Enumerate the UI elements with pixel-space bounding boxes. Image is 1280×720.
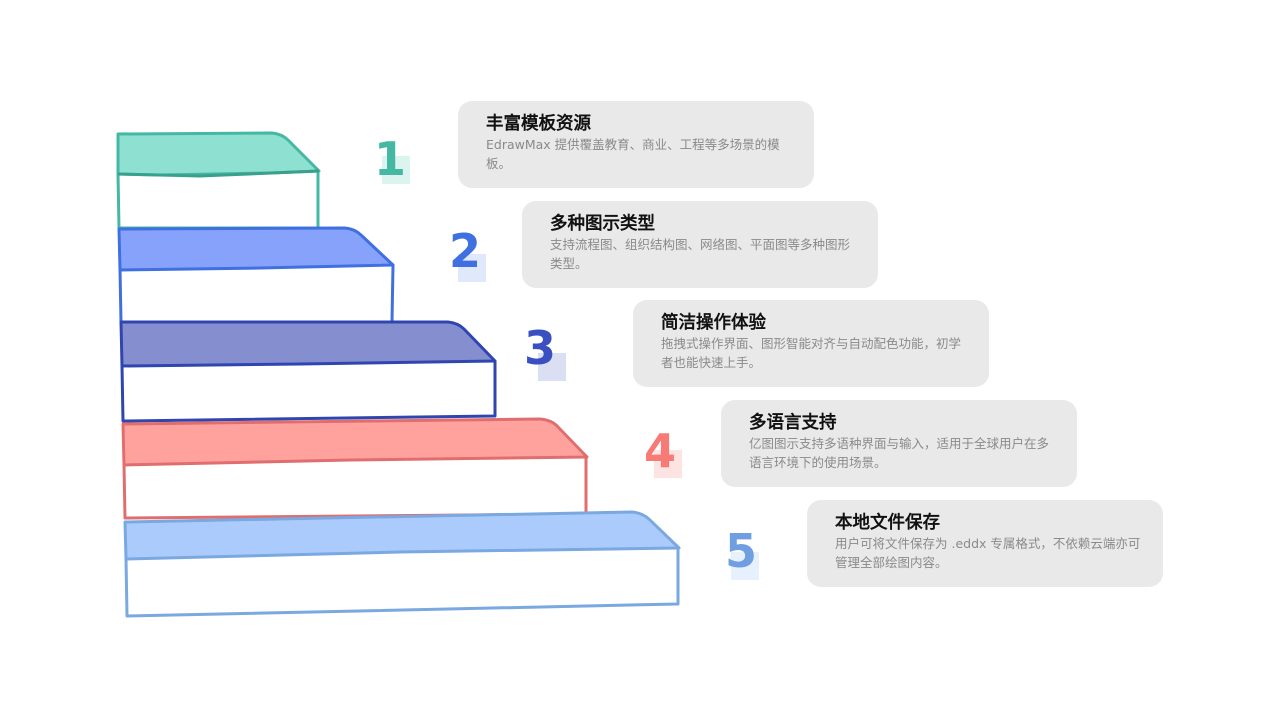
step-2-block	[117, 226, 395, 324]
step-number-3: 3	[524, 321, 566, 381]
card-description: 亿图图示支持多语种界面与输入，适用于全球用户在多语言环境下的使用场景。	[749, 436, 1050, 470]
card-title: 多语言支持	[749, 413, 837, 433]
card-title: 简洁操作体验	[661, 313, 766, 333]
step-1-block	[116, 131, 321, 230]
step-1-tread	[116, 131, 321, 177]
number-highlight	[538, 353, 566, 381]
step-number-5: 5	[725, 524, 765, 580]
step-number-text: 5	[725, 524, 758, 578]
card-title: 多种图示类型	[550, 214, 655, 234]
step-4-tread	[121, 417, 589, 467]
number-highlight	[382, 156, 410, 184]
step-5-tread	[123, 510, 681, 561]
feature-card-3: 简洁操作体验 拖拽式操作界面、图形智能对齐与自动配色功能，初学者也能快速上手。	[633, 300, 989, 387]
step-4-block	[121, 417, 589, 520]
feature-card-1: 丰富模板资源 EdrawMax 提供覆盖教育、商业、工程等多场景的模板。	[458, 101, 814, 188]
step-number-text: 1	[374, 132, 407, 186]
step-3-tread	[119, 320, 497, 368]
step-number-text: 3	[524, 321, 557, 375]
step-number-text: 4	[644, 424, 677, 478]
card-description: 用户可将文件保存为 .eddx 专属格式，不依赖云端亦可管理全部绘图内容。	[835, 536, 1141, 570]
step-2-tread	[117, 226, 395, 272]
step-number-4: 4	[644, 424, 684, 478]
step-number-text: 2	[449, 224, 482, 278]
number-highlight	[458, 254, 486, 282]
card-description: 支持流程图、组织结构图、网络图、平面图等多种图形类型。	[550, 237, 851, 271]
step-5-block	[123, 510, 681, 618]
number-highlight	[731, 552, 759, 580]
feature-card-5: 本地文件保存 用户可将文件保存为 .eddx 专属格式，不依赖云端亦可管理全部绘…	[807, 500, 1163, 587]
step-3-riser	[120, 361, 497, 423]
step-number-2: 2	[449, 224, 489, 282]
number-highlight	[654, 450, 682, 478]
step-4-riser	[122, 457, 588, 520]
feature-card-2: 多种图示类型 支持流程图、组织结构图、网络图、平面图等多种图形类型。	[522, 201, 878, 288]
step-5-riser	[124, 548, 680, 618]
feature-card-4: 多语言支持 亿图图示支持多语种界面与输入，适用于全球用户在多语言环境下的使用场景…	[721, 400, 1077, 487]
card-title: 本地文件保存	[835, 513, 940, 533]
step-number-1: 1	[374, 134, 414, 184]
step-3-block	[119, 320, 497, 423]
card-title: 丰富模板资源	[486, 114, 591, 134]
step-2-riser	[118, 264, 395, 324]
step-1-riser	[116, 171, 320, 230]
card-description: EdrawMax 提供覆盖教育、商业、工程等多场景的模板。	[486, 137, 780, 171]
card-description: 拖拽式操作界面、图形智能对齐与自动配色功能，初学者也能快速上手。	[661, 336, 962, 370]
